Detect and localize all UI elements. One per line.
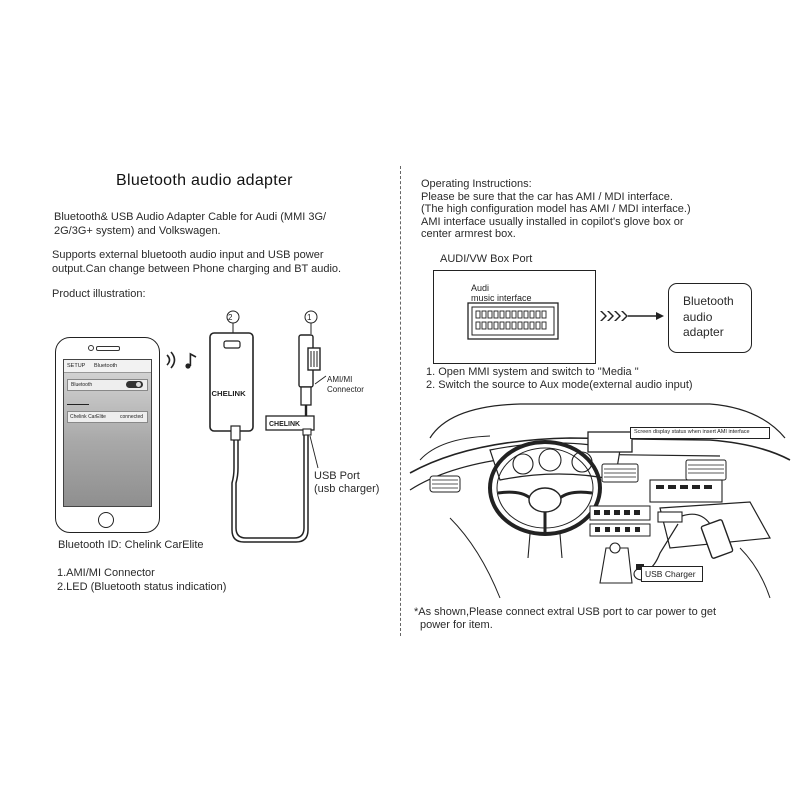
phone-speaker <box>96 346 120 351</box>
phone-home-button <box>98 512 114 528</box>
phone-screen-header: SETUP Bluetooth <box>64 360 151 373</box>
screen-status-callout: Screen display status when insert AMI in… <box>630 427 770 439</box>
bluetooth-adapter-box: Bluetooth audio adapter <box>668 283 752 353</box>
usb-charger-callout: USB Charger <box>641 566 703 582</box>
ami-label-line: Connector <box>327 385 364 394</box>
usb-port-line: (usb charger) <box>314 483 380 495</box>
usb-charger-label: USB Charger <box>645 569 696 579</box>
setup-steps: 1. Open MMI system and switch to "Media … <box>426 366 693 392</box>
setup-back-label: SETUP <box>67 363 86 369</box>
adapter-box-line: Bluetooth <box>683 294 734 308</box>
phone-screen-title: Bluetooth <box>94 363 118 369</box>
usb-port-line: USB Port <box>314 470 360 482</box>
box-port-label: AUDI/VW Box Port <box>440 253 533 265</box>
bluetooth-toggle <box>126 381 143 388</box>
column-divider <box>400 166 401 636</box>
usb-port-label: USB Port (usb charger) <box>314 470 379 496</box>
bluetooth-row-label: Bluetooth <box>71 382 93 388</box>
legend-item-2: 2.LED (Bluetooth status indication) <box>57 580 227 593</box>
adapter-brand-text: CHELINK <box>211 391 246 398</box>
step-1: 1. Open MMI system and switch to "Media … <box>426 366 639 378</box>
instructions-line: center armrest box. <box>421 228 516 240</box>
instructions-line: AMI interface usually installed in copil… <box>421 215 684 228</box>
device-status: connected <box>120 414 144 420</box>
operating-instructions: Operating Instructions: Please be sure t… <box>421 178 691 241</box>
car-interior-illustration <box>409 403 791 599</box>
page-title: Bluetooth audio adapter <box>116 172 293 189</box>
note-line: power for item. <box>420 619 493 631</box>
instructions-line: (The high configuration model has AMI / … <box>421 203 691 215</box>
support-description: Supports external bluetooth audio input … <box>52 249 341 276</box>
music-interface-label: music interface <box>471 293 532 303</box>
legend-item-1: 1.AMI/MI Connector <box>57 567 155 579</box>
device-name: Chelink CarElite <box>70 414 106 420</box>
phone-bluetooth-row: Bluetooth <box>67 379 148 391</box>
phone-device-row: Chelink CarElite connected <box>67 411 148 423</box>
adapter-device-illustration <box>209 310 327 543</box>
instructions-heading: Operating Instructions: <box>421 178 532 190</box>
arrow-right-icon <box>600 311 664 321</box>
audi-label: Audi <box>471 283 490 293</box>
ami-connector-label: AMI/MI Connector <box>327 375 364 395</box>
usb-block-brand-text: CHELINK <box>269 421 301 428</box>
ami-label-line: AMI/MI <box>327 375 353 384</box>
bluetooth-signal-icon <box>166 351 197 369</box>
product-illustration-label: Product illustration: <box>52 288 146 300</box>
ami-port-connector-icon <box>467 302 559 340</box>
description-line: Bluetooth& USB Audio Adapter Cable for A… <box>54 211 327 223</box>
instructions-line: Please be sure that the car has AMI / MD… <box>421 190 673 203</box>
support-line: output.Can change between Phone charging… <box>52 262 342 275</box>
part-legend: 1.AMI/MI Connector 2.LED (Bluetooth stat… <box>57 567 226 594</box>
adapter-box-line: adapter <box>683 325 724 339</box>
adapter-box-line: audio <box>683 309 713 324</box>
note-line: *As shown,Please connect extral USB port… <box>414 606 717 618</box>
screen-status-text: Screen display status when insert AMI in… <box>634 429 750 435</box>
circle-number-2: 2 <box>228 313 233 322</box>
description-line: 2G/3G+ system) and Volkswagen. <box>54 224 221 237</box>
support-line: Supports external bluetooth audio input … <box>52 249 324 261</box>
bluetooth-id-label: Bluetooth ID: Chelink CarElite <box>58 539 204 551</box>
box-port-frame <box>433 270 596 364</box>
phone-camera <box>88 345 94 351</box>
usb-power-note: *As shown,Please connect extral USB port… <box>414 606 716 632</box>
adapter-box-text: Bluetooth audio adapter <box>683 294 734 341</box>
product-description: Bluetooth& USB Audio Adapter Cable for A… <box>54 211 326 238</box>
phone-illustration: SETUP Bluetooth Bluetooth Chelink CarEli… <box>55 337 160 533</box>
step-2: 2. Switch the source to Aux mode(externa… <box>426 379 693 391</box>
phone-divider-mark <box>67 404 89 405</box>
circle-number-1: 1 <box>307 313 312 322</box>
phone-screen: SETUP Bluetooth Bluetooth Chelink CarEli… <box>63 359 152 507</box>
audi-music-interface-label: Audi music interface <box>471 283 532 303</box>
